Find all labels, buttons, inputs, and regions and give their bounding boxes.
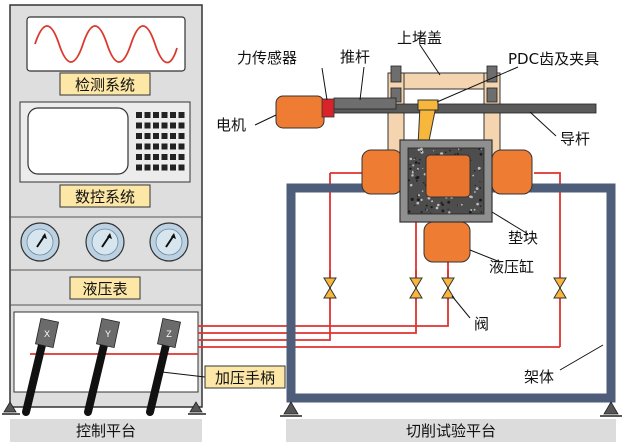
pressure-handle-label: 加压手柄 [215, 369, 275, 387]
detection-monitor [26, 16, 186, 72]
keypad-key [161, 143, 168, 150]
keypad-key [161, 112, 168, 118]
lever-x[interactable]: X [22, 317, 59, 416]
lever-x-label: X [44, 329, 50, 339]
right-cylinder [491, 149, 533, 195]
keypad-key [161, 133, 168, 139]
nc-panel [19, 101, 191, 183]
keypad-key [170, 154, 176, 160]
motor [275, 95, 325, 129]
lever-y[interactable]: Y [84, 317, 120, 416]
frame-feet [280, 401, 622, 417]
motor-label: 电机 [216, 116, 246, 134]
keypad [136, 112, 185, 171]
keypad-key [153, 122, 159, 129]
keypad-key [153, 154, 159, 160]
keypad-key [161, 164, 168, 171]
nc-screen [27, 107, 129, 175]
pressure-handle-tag: 加压手柄 [161, 365, 286, 389]
detection-system-label: 检测系统 [75, 76, 135, 94]
nc-system-tag: 数控系统 [59, 184, 151, 208]
keypad-key [178, 112, 185, 118]
keypad-key [136, 154, 142, 160]
keypad-key [178, 133, 185, 139]
pressure-gauge-tag: 液压表 [69, 276, 141, 300]
left-cylinder [361, 149, 403, 195]
guide-rod-label: 导杆 [560, 130, 590, 148]
keypad-key [136, 133, 142, 139]
pressure-gauge-icon [20, 222, 60, 262]
keypad-key [170, 143, 176, 150]
lever-z[interactable]: Z [146, 317, 181, 416]
valve-label: 阀 [474, 315, 489, 333]
pdc-label: PDC齿及夹具 [508, 50, 599, 68]
hydraulic-cylinder-label: 液压缸 [489, 258, 534, 276]
keypad-key [144, 122, 151, 129]
pad-block-label: 垫块 [508, 229, 538, 247]
sine-wave-icon [34, 25, 178, 64]
upper-cover-label: 上堵盖 [397, 29, 442, 47]
nc-system-label: 数控系统 [75, 188, 135, 206]
keypad-key [178, 164, 185, 171]
pressure-gauges [20, 222, 189, 262]
keypad-key [161, 122, 168, 129]
rock-chamber [399, 139, 493, 223]
control-platform-title: 控制平台 [76, 422, 136, 440]
lever-z-label: Z [166, 329, 172, 339]
keypad-key [153, 143, 159, 150]
keypad-key [153, 112, 159, 118]
pressure-gauge-icon [149, 222, 189, 262]
keypad-key [153, 164, 159, 171]
keypad-key [161, 154, 168, 160]
pressure-gauge-label: 液压表 [82, 280, 127, 298]
keypad-key [178, 154, 185, 160]
keypad-key [136, 143, 142, 150]
rock-sample [425, 154, 471, 198]
detection-system-tag: 检测系统 [59, 72, 151, 96]
valve-icon [409, 277, 423, 299]
leader-lines [254, 44, 604, 371]
bottom-cylinder [423, 221, 471, 263]
keypad-key [170, 133, 176, 139]
keypad-key [170, 164, 176, 171]
keypad-key [170, 122, 176, 129]
keypad-key [170, 112, 176, 118]
force-sensor-label: 力传感器 [237, 49, 297, 67]
force-sensor [321, 98, 335, 118]
keypad-key [153, 133, 159, 139]
pdc-cutter [417, 99, 439, 147]
keypad-key [144, 133, 151, 139]
frame-label: 架体 [524, 368, 554, 386]
valve-icon [323, 277, 337, 299]
cabinet-feet [2, 401, 206, 415]
keypad-key [144, 154, 151, 160]
cutting-platform-title: 切削试验平台 [406, 422, 496, 440]
keypad-key [136, 164, 142, 171]
valve-icon [553, 277, 567, 299]
keypad-key [178, 143, 185, 150]
push-rod-label: 推杆 [340, 48, 370, 66]
cutting-platform-footer: 切削试验平台 [286, 419, 616, 442]
control-platform-footer: 控制平台 [10, 419, 202, 442]
valve-icon [323, 277, 567, 299]
push-rod [333, 97, 397, 110]
keypad-key [144, 164, 151, 171]
pressure-gauge-icon [85, 222, 125, 262]
keypad-key [136, 112, 142, 118]
keypad-key [178, 122, 185, 129]
valve-icon [441, 277, 455, 299]
lever-y-label: Y [105, 329, 111, 339]
keypad-key [136, 122, 142, 129]
keypad-key [144, 143, 151, 150]
keypad-key [144, 112, 151, 118]
